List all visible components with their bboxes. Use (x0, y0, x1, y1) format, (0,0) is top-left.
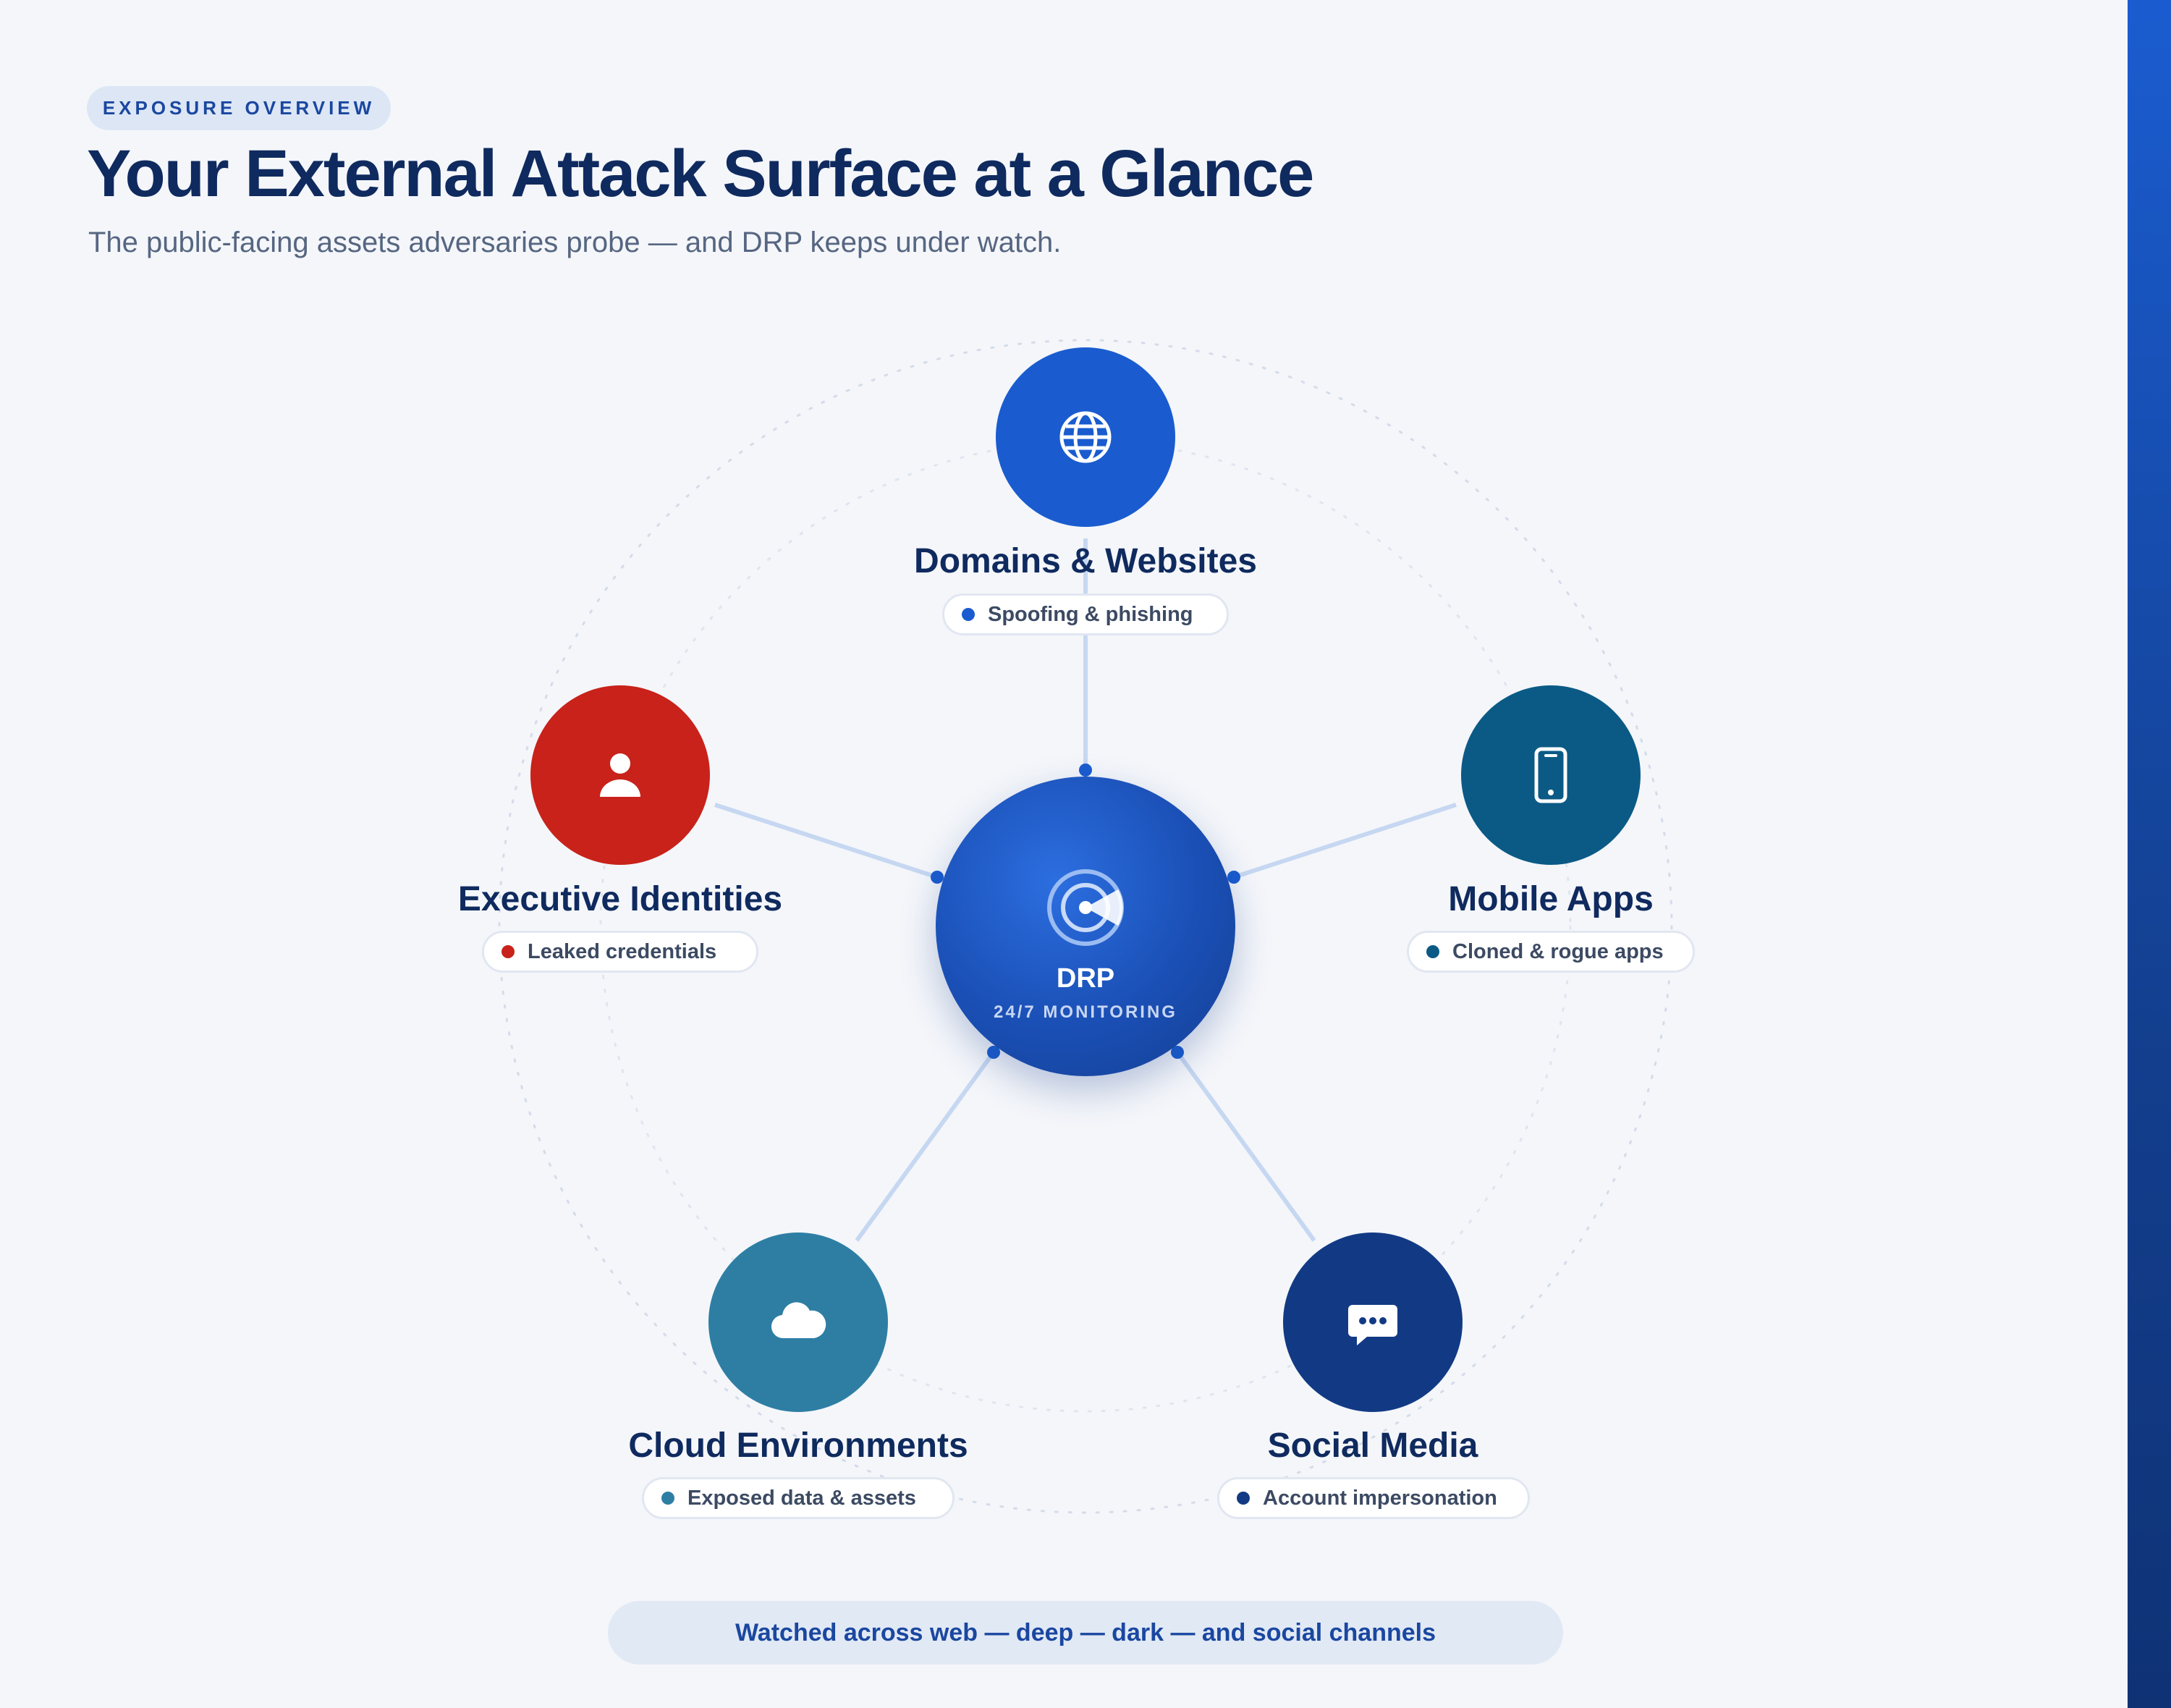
node-social-label: Social Media (1267, 1426, 1478, 1465)
node-domains-risk: Spoofing & phishing (988, 602, 1193, 626)
risk-dot (962, 608, 975, 621)
node-executive-circle (530, 685, 710, 865)
smartphone-icon (1534, 747, 1567, 803)
risk-dot (502, 945, 515, 958)
connector-social (1175, 1051, 1316, 1242)
node-cloud-circle (708, 1233, 888, 1412)
risk-dot (1426, 945, 1439, 958)
node-domains-label: Domains & Websites (914, 542, 1257, 580)
node-mobile-risk-badge: Cloned & rogue apps (1407, 931, 1695, 973)
chat-bubble-icon (1348, 1305, 1397, 1345)
accent-side-bar (2128, 0, 2171, 1708)
node-cloud-label: Cloud Environments (628, 1426, 968, 1465)
page-subtitle: The public-facing assets adversaries pro… (88, 227, 1062, 258)
connector-dot-social (1171, 1046, 1184, 1059)
connector-dot-cloud (987, 1046, 1000, 1059)
node-social-risk-badge: Account impersonation (1217, 1477, 1530, 1519)
risk-dot (1237, 1492, 1250, 1505)
page-title: Your External Attack Surface at a Glance (87, 137, 1314, 211)
node-cloud-risk: Exposed data & assets (687, 1486, 916, 1510)
connector-dot-executive (931, 871, 944, 884)
connector-executive (714, 803, 938, 879)
drp-hub: DRP 24/7 MONITORING (936, 777, 1235, 1076)
node-social-risk: Account impersonation (1263, 1486, 1497, 1510)
connector-dot-domains (1079, 764, 1092, 777)
radar-icon (1047, 869, 1124, 946)
node-domains-circle (996, 347, 1175, 527)
connector-dot-mobile (1227, 871, 1240, 884)
node-mobile-label: Mobile Apps (1448, 880, 1654, 918)
hub-label: DRP (1056, 963, 1115, 994)
section-eyebrow: EXPOSURE OVERVIEW (87, 86, 391, 130)
cloud-icon (771, 1302, 826, 1339)
person-icon (600, 753, 640, 797)
connector-mobile (1233, 803, 1457, 879)
coverage-footer-banner: Watched across web — deep — dark — and s… (608, 1601, 1563, 1665)
node-mobile-risk: Cloned & rogue apps (1452, 939, 1664, 963)
connector-cloud (855, 1051, 996, 1242)
node-domains-risk-badge: Spoofing & phishing (942, 593, 1229, 635)
node-mobile-circle (1461, 685, 1641, 865)
hub-sublabel: 24/7 MONITORING (994, 1002, 1177, 1022)
node-executive-risk: Leaked credentials (528, 939, 717, 963)
node-executive-risk-badge: Leaked credentials (482, 931, 758, 973)
node-cloud-risk-badge: Exposed data & assets (642, 1477, 955, 1519)
node-executive-label: Executive Identities (457, 880, 783, 918)
globe-icon (1059, 411, 1112, 463)
orbit-ring-outer (498, 339, 1673, 1514)
node-social-circle (1283, 1233, 1463, 1412)
risk-dot (661, 1492, 674, 1505)
